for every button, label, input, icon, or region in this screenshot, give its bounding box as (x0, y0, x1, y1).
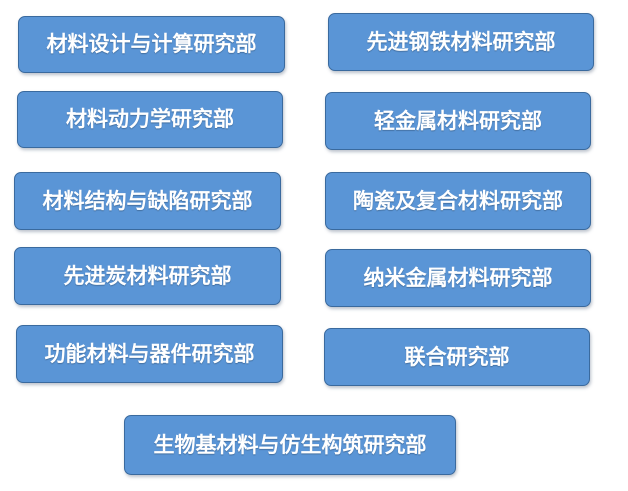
dept-box-ceramics-composites: 陶瓷及复合材料研究部 (325, 172, 591, 230)
dept-box-nano-metal-materials: 纳米金属材料研究部 (325, 249, 591, 307)
dept-box-advanced-steel-materials: 先进钢铁材料研究部 (328, 13, 594, 71)
dept-box-functional-materials-devices: 功能材料与器件研究部 (16, 325, 283, 383)
dept-box-materials-dynamics: 材料动力学研究部 (17, 91, 283, 148)
dept-box-joint-research: 联合研究部 (324, 328, 590, 386)
dept-box-light-metal-materials: 轻金属材料研究部 (325, 92, 591, 150)
dept-box-bio-based-biomimetic: 生物基材料与仿生构筑研究部 (124, 415, 456, 475)
dept-box-advanced-carbon-materials: 先进炭材料研究部 (14, 247, 281, 305)
dept-box-materials-structure-defects: 材料结构与缺陷研究部 (14, 172, 281, 230)
dept-box-materials-design-computation: 材料设计与计算研究部 (18, 16, 285, 73)
